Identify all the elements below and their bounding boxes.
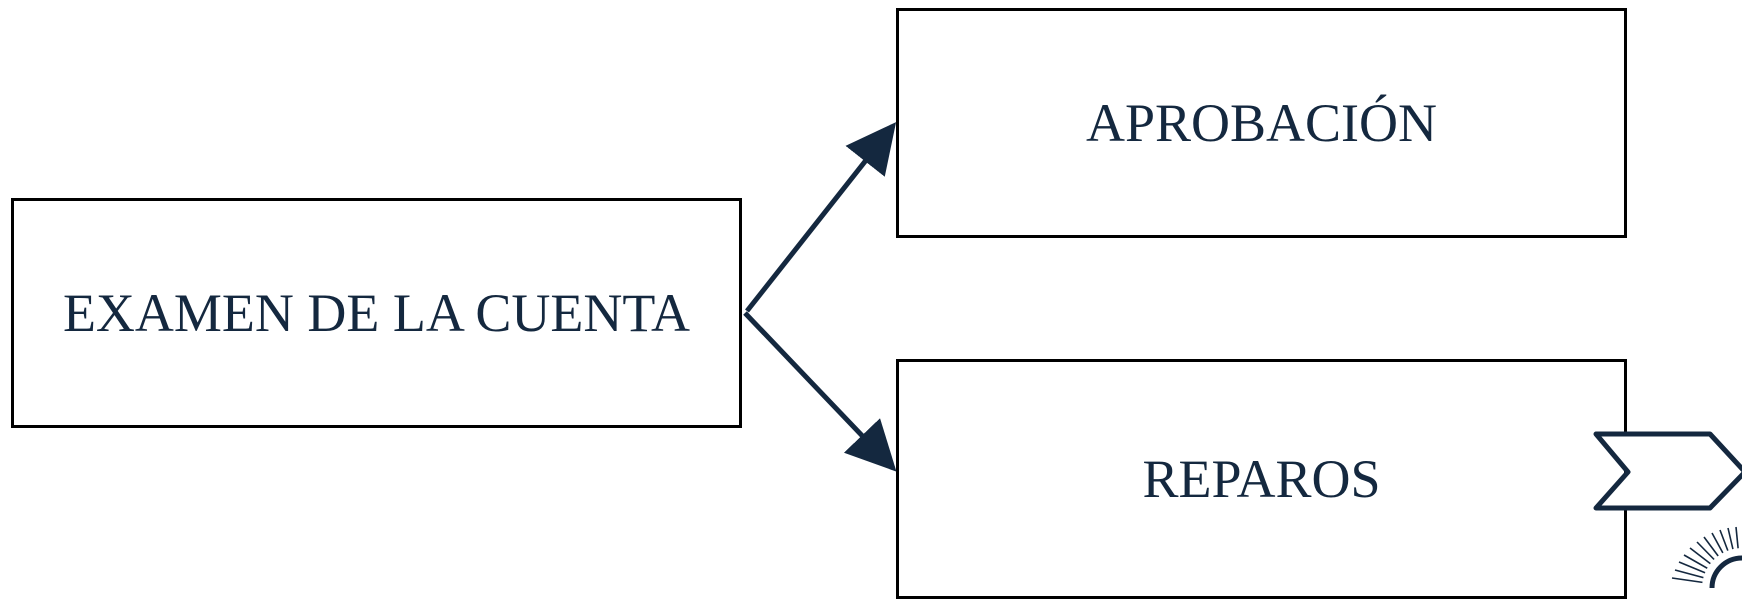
chevron-right-icon — [1593, 431, 1742, 511]
node-aprobacion: APROBACIÓN — [896, 8, 1627, 238]
node-label: EXAMEN DE LA CUENTA — [62, 283, 691, 343]
sunburst-seal-icon — [1671, 526, 1742, 588]
node-label: APROBACIÓN — [1085, 93, 1438, 153]
node-reparos: REPAROS — [896, 359, 1627, 599]
arrow-to-aprobacion — [745, 122, 897, 313]
node-examen-de-la-cuenta: EXAMEN DE LA CUENTA — [11, 198, 742, 428]
node-label: REPAROS — [1142, 449, 1381, 509]
arrow-to-reparos — [743, 311, 897, 472]
